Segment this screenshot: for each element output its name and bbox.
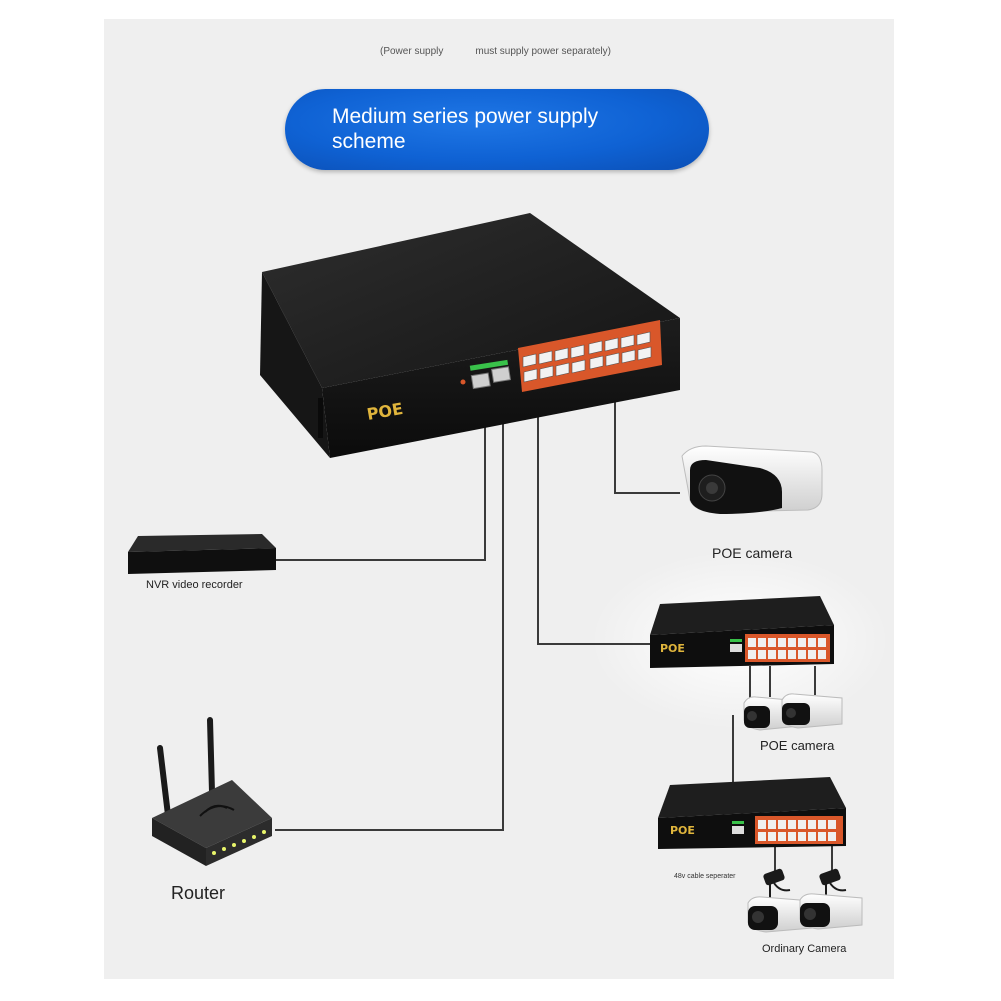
router-leds <box>212 830 266 855</box>
switch-2-port-grid <box>748 638 826 659</box>
router-antenna-right <box>207 717 215 795</box>
switch-2: POE <box>650 596 834 668</box>
cable-to-poe-camera <box>614 380 680 494</box>
switch-3-brand-label: POE <box>670 824 695 837</box>
separator-label: 48v cable seperater <box>674 873 736 880</box>
main-poe-switch: POE <box>260 213 680 458</box>
cable-to-switch-2 <box>537 392 650 645</box>
switch-top <box>262 213 680 388</box>
scheme-banner: Medium series power supply scheme <box>285 89 709 170</box>
switch-2-uplink <box>730 644 742 652</box>
nvr-recorder-icon <box>128 534 276 574</box>
router-label: Router <box>171 883 226 903</box>
switch-2-brand-label: POE <box>660 642 685 655</box>
ordinary-camera-label: Ordinary Camera <box>762 943 847 955</box>
switch-side <box>260 272 330 458</box>
poe-camera-middle-icons <box>743 693 843 731</box>
uplink-ports <box>469 359 512 390</box>
uplink-port-2 <box>491 366 512 383</box>
power-supply-note: (Power supply must supply power separatel… <box>380 46 611 57</box>
poe-port-grid <box>522 331 652 383</box>
poe-camera-top-icon <box>681 445 823 514</box>
switch-2-led <box>730 639 742 642</box>
switch-mount-slot <box>318 398 323 438</box>
router-icon <box>152 717 272 866</box>
poe-camera-middle-label: POE camera <box>760 738 835 753</box>
uplink-port-1 <box>470 372 491 390</box>
uplink-led-strip <box>469 359 509 371</box>
cable-separator-icons <box>763 868 847 898</box>
switch-3-led <box>732 821 744 824</box>
cable-to-nvr <box>276 410 486 561</box>
nvr-label: NVR video recorder <box>146 579 243 591</box>
poe-camera-top-label: POE camera <box>712 545 793 561</box>
note-right: must supply power separately) <box>475 46 611 57</box>
switch-2-ports <box>745 634 830 662</box>
router-antenna-left <box>157 745 171 818</box>
switch-3: POE <box>658 777 846 849</box>
cable-to-router <box>275 410 504 831</box>
note-left: (Power supply <box>380 46 444 57</box>
power-led <box>460 379 466 385</box>
cables <box>275 380 833 872</box>
scheme-title: Medium series power supply scheme <box>332 105 599 153</box>
switch-3-port-grid <box>758 820 836 841</box>
switch-3-uplink <box>732 826 744 834</box>
ordinary-camera-icons <box>747 893 863 933</box>
